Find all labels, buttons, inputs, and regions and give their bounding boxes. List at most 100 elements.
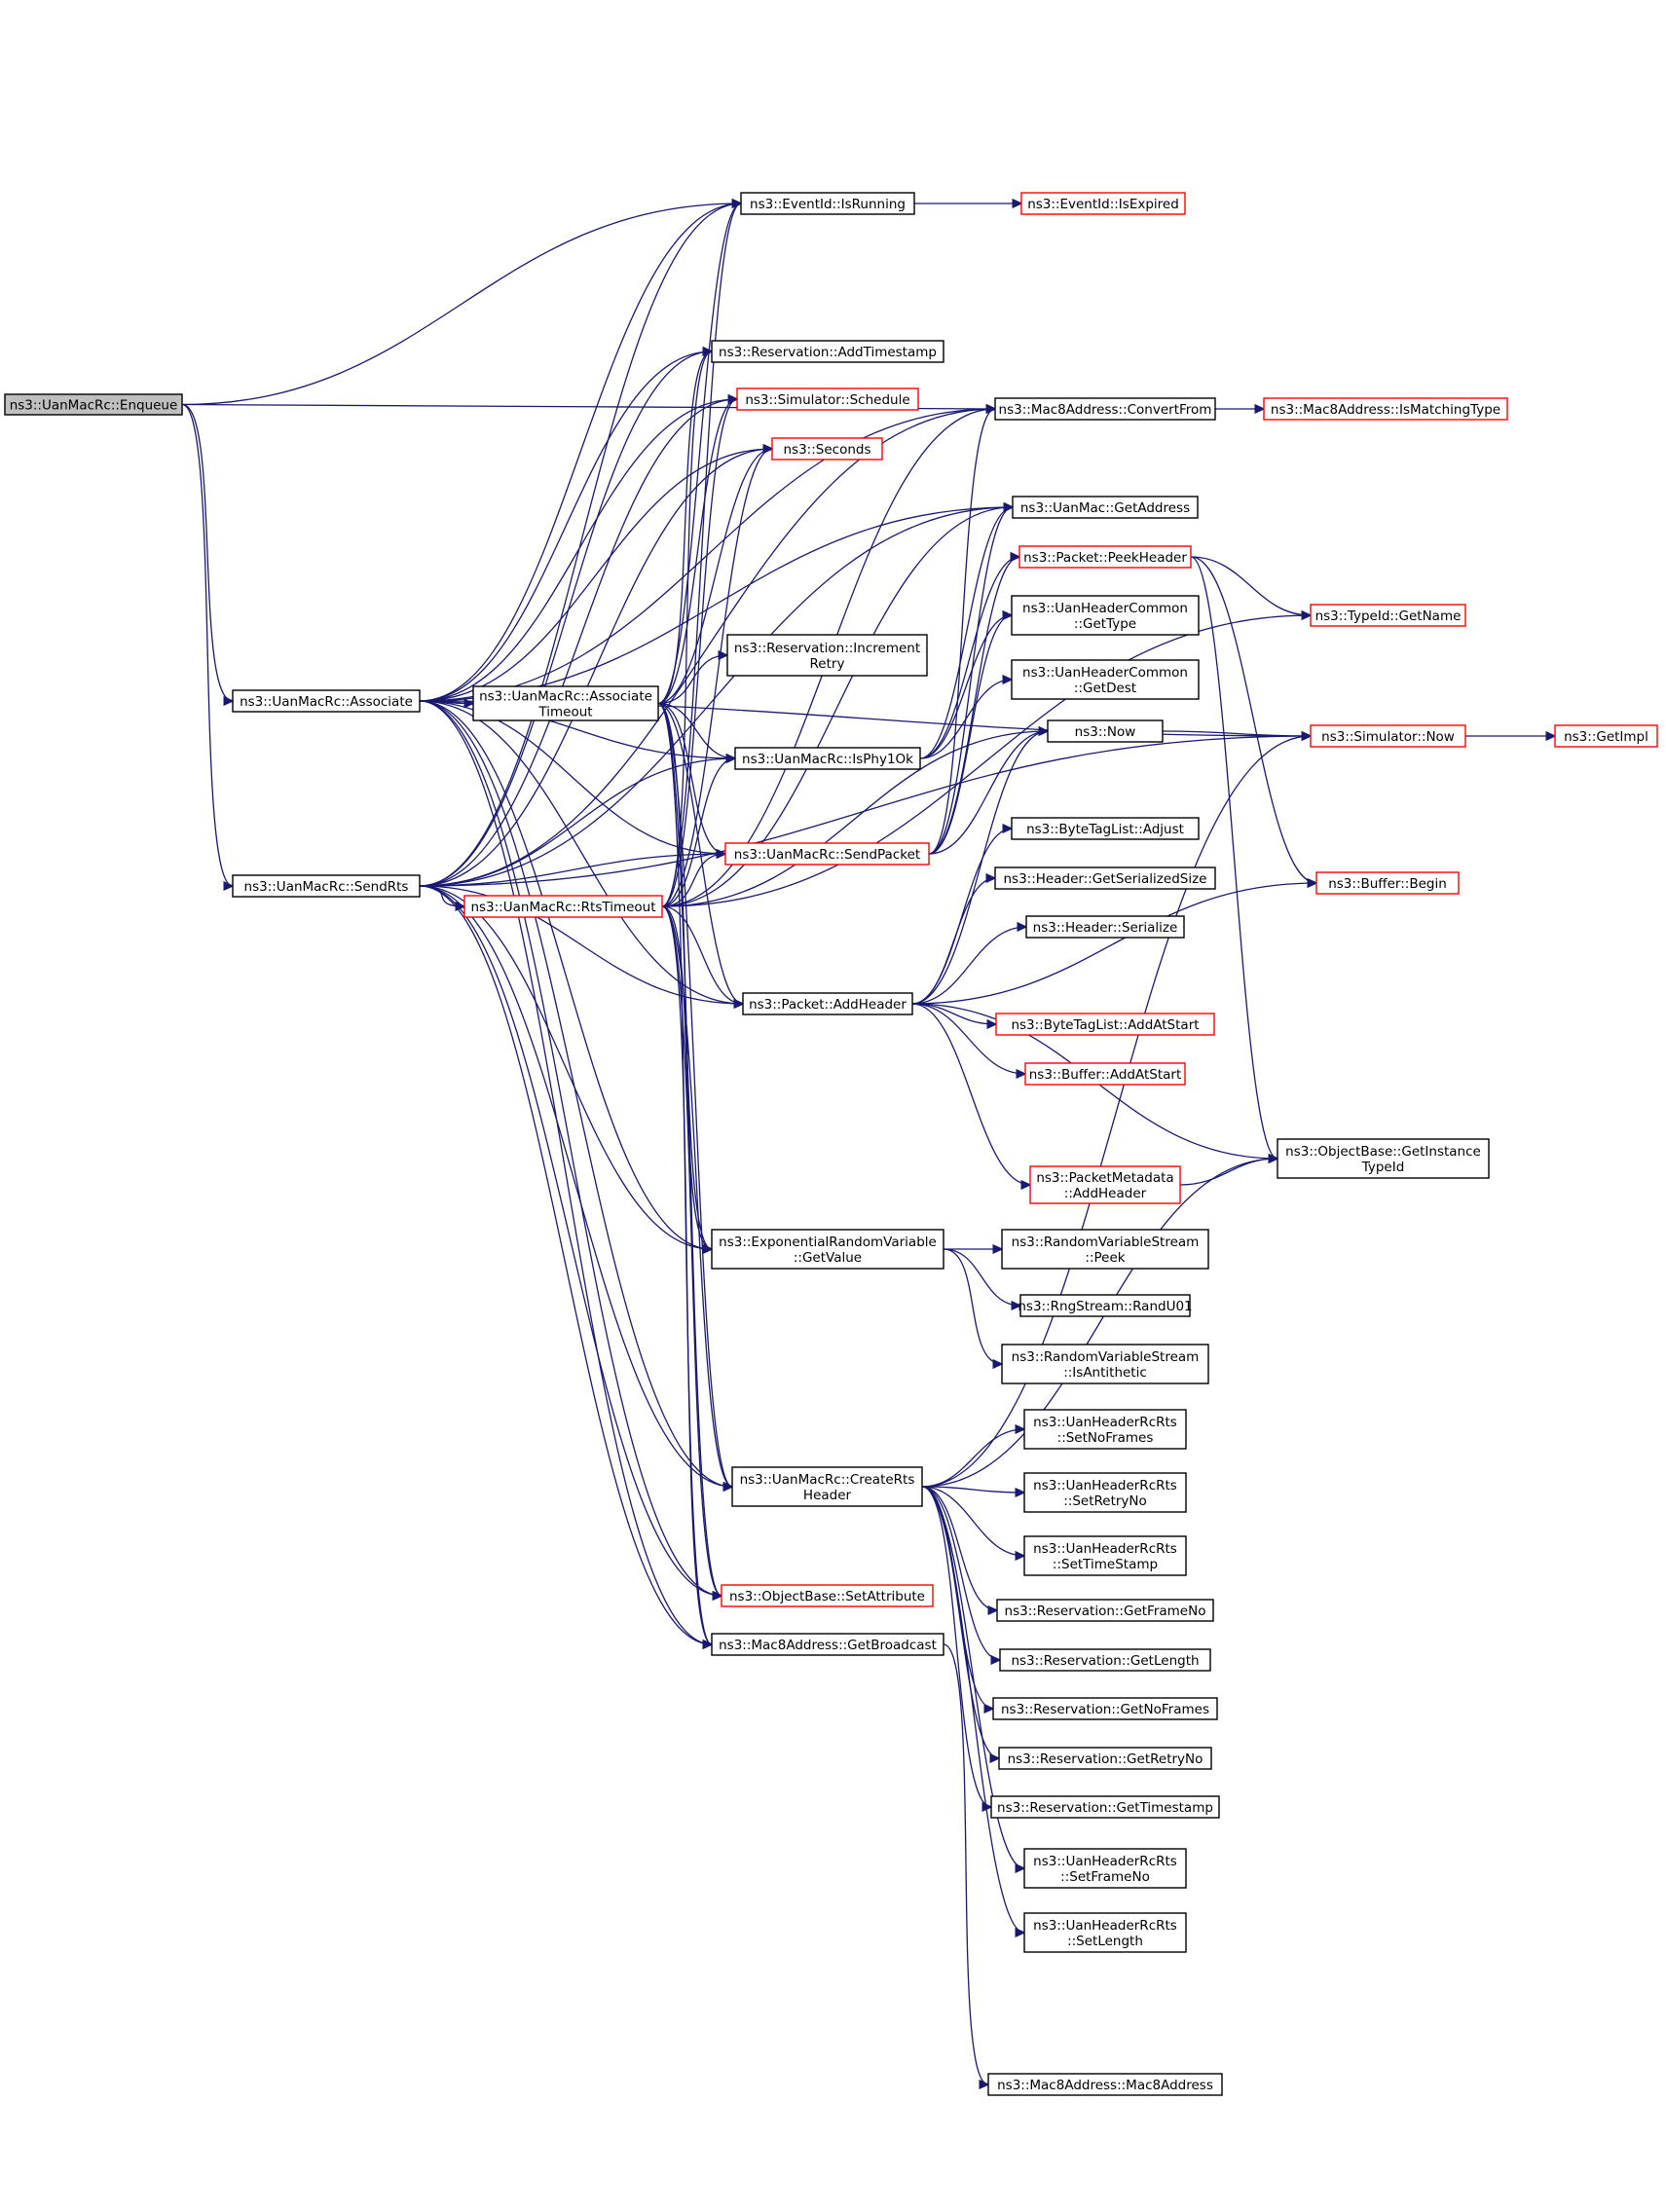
node-sendpacket[interactable]: ns3::UanMacRc::SendPacket [724,842,930,866]
node-box[interactable] [771,437,883,461]
node-box[interactable] [1023,1912,1187,1953]
node-mac8address[interactable]: ns3::Mac8Address::Mac8Address [987,2073,1223,2096]
node-box[interactable] [1001,1344,1209,1384]
node-box[interactable] [1315,871,1460,895]
node-box[interactable] [1018,545,1192,569]
node-box[interactable] [1012,496,1199,519]
node-bufaddatstart[interactable]: ns3::Buffer::AddAtStart [1024,1062,1186,1086]
node-box[interactable] [990,1795,1220,1819]
node-sendrts[interactable]: ns3::UanMacRc::SendRts [232,874,421,898]
node-box[interactable] [1011,595,1200,636]
node-box[interactable] [1554,724,1658,748]
node-gettype[interactable]: ns3::UanHeaderCommon::GetType [1011,595,1200,636]
node-box[interactable] [992,1697,1218,1720]
node-box[interactable] [731,1466,923,1507]
node-box[interactable] [472,685,659,721]
node-setframeno[interactable]: ns3::UanHeaderRcRts::SetFrameNo [1023,1848,1187,1889]
node-getimpl[interactable]: ns3::GetImpl [1554,724,1658,748]
node-pmaddheader[interactable]: ns3::PacketMetadata::AddHeader [1029,1165,1181,1204]
node-box[interactable] [1047,719,1164,743]
node-box[interactable] [1029,1165,1181,1204]
node-setnoframes[interactable]: ns3::UanHeaderRcRts::SetNoFrames [1023,1409,1187,1450]
node-box[interactable] [736,387,919,411]
node-peekheader[interactable]: ns3::Packet::PeekHeader [1018,545,1192,569]
node-addheader[interactable]: ns3::Packet::AddHeader [742,992,913,1015]
node-box[interactable] [1020,192,1186,215]
node-convertfrom[interactable]: ns3::Mac8Address::ConvertFrom [994,397,1216,421]
node-isrunning[interactable]: ns3::EventId::IsRunning [740,192,915,215]
node-addtimestamp[interactable]: ns3::Reservation::AddTimestamp [711,340,944,363]
node-box[interactable] [996,1599,1214,1622]
node-box[interactable] [1001,1229,1209,1270]
node-box[interactable] [1263,397,1508,421]
node-getretryno[interactable]: ns3::Reservation::GetRetryNo [998,1747,1212,1770]
node-setretryno[interactable]: ns3::UanHeaderRcRts::SetRetryNo [1023,1472,1187,1513]
node-box[interactable] [1011,817,1200,840]
node-associate[interactable]: ns3::UanMacRc::Associate [232,689,421,713]
node-rtstimeout[interactable]: ns3::UanMacRc::RtsTimeout [463,895,663,918]
node-box[interactable] [1023,1535,1187,1576]
node-box[interactable] [995,1013,1215,1036]
node-box[interactable] [232,874,421,898]
node-serialize[interactable]: ns3::Header::Serialize [1025,915,1185,939]
node-box[interactable] [4,393,183,416]
node-box[interactable] [232,689,421,713]
node-box[interactable] [1025,915,1185,939]
node-box[interactable] [721,1584,934,1607]
node-box[interactable] [734,747,921,770]
node-box[interactable] [711,1229,944,1270]
node-box[interactable] [994,866,1216,890]
node-getframeno[interactable]: ns3::Reservation::GetFrameNo [996,1599,1214,1622]
node-box[interactable] [1024,1062,1186,1086]
node-box[interactable] [1023,1409,1187,1450]
node-box[interactable] [1310,724,1466,748]
node-isantithetic[interactable]: ns3::RandomVariableStream::IsAntithetic [1001,1344,1209,1384]
node-adjust[interactable]: ns3::ByteTagList::Adjust [1011,817,1200,840]
node-getdest[interactable]: ns3::UanHeaderCommon::GetDest [1011,659,1200,700]
node-seconds[interactable]: ns3::Seconds [771,437,883,461]
node-randu01[interactable]: ns3::RngStream::RandU01 [1018,1294,1193,1317]
node-box[interactable] [726,634,928,677]
node-schedule[interactable]: ns3::Simulator::Schedule [736,387,919,411]
node-simnow[interactable]: ns3::Simulator::Now [1310,724,1466,748]
node-getlength[interactable]: ns3::Reservation::GetLength [999,1648,1211,1672]
node-box[interactable] [1277,1138,1490,1179]
node-bufbegin[interactable]: ns3::Buffer::Begin [1315,871,1460,895]
node-getbroadcast[interactable]: ns3::Mac8Address::GetBroadcast [711,1633,944,1656]
node-box[interactable] [998,1747,1212,1770]
node-setattribute[interactable]: ns3::ObjectBase::SetAttribute [721,1584,934,1607]
node-isphy1ok[interactable]: ns3::UanMacRc::IsPhy1Ok [734,747,921,770]
node-box[interactable] [740,192,915,215]
node-setlength[interactable]: ns3::UanHeaderRcRts::SetLength [1023,1912,1187,1953]
node-rvspeek[interactable]: ns3::RandomVariableStream::Peek [1001,1229,1209,1270]
node-box[interactable] [463,895,663,918]
node-box[interactable] [994,397,1216,421]
node-box[interactable] [999,1648,1211,1672]
node-box[interactable] [724,842,930,866]
node-getserializedsize[interactable]: ns3::Header::GetSerializedSize [994,866,1216,890]
node-getnoframes[interactable]: ns3::Reservation::GetNoFrames [992,1697,1218,1720]
node-expgetvalue[interactable]: ns3::ExponentialRandomVariable::GetValue [711,1229,944,1270]
node-box[interactable] [742,992,913,1015]
node-ismatchingtype[interactable]: ns3::Mac8Address::IsMatchingType [1263,397,1508,421]
node-now[interactable]: ns3::Now [1047,719,1164,743]
node-settimestamp[interactable]: ns3::UanHeaderRcRts::SetTimeStamp [1023,1535,1187,1576]
node-getname[interactable]: ns3::TypeId::GetName [1310,604,1466,627]
node-gettimestamp[interactable]: ns3::Reservation::GetTimestamp [990,1795,1220,1819]
node-box[interactable] [711,340,944,363]
node-box[interactable] [1011,659,1200,700]
node-isexpired[interactable]: ns3::EventId::IsExpired [1020,192,1186,215]
node-box[interactable] [711,1633,944,1656]
node-box[interactable] [1023,1848,1187,1889]
node-btladdatstart[interactable]: ns3::ByteTagList::AddAtStart [995,1013,1215,1036]
node-box[interactable] [1310,604,1466,627]
node-box[interactable] [1019,1294,1191,1317]
node-box[interactable] [987,2073,1223,2096]
node-getaddress[interactable]: ns3::UanMac::GetAddress [1012,496,1199,519]
node-box[interactable] [1023,1472,1187,1513]
node-enqueue[interactable]: ns3::UanMacRc::Enqueue [4,393,183,416]
